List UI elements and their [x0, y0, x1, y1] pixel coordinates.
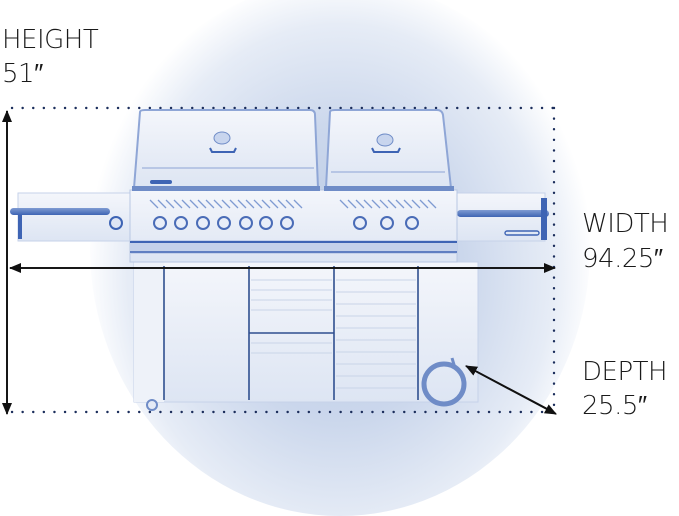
height-value: 51″ [2, 59, 43, 89]
right-side-burner [454, 192, 549, 242]
control-knobs [153, 216, 419, 230]
right-lid [324, 109, 454, 191]
left-lid [132, 109, 320, 191]
cart-base [133, 261, 479, 411]
left-side-burner [10, 192, 135, 242]
height-title: HEIGHT [2, 25, 99, 55]
grill-body [129, 189, 458, 263]
depth-title: DEPTH [582, 357, 668, 387]
depth-value: 25.5″ [582, 391, 647, 421]
dotted-bounding-box [10, 106, 556, 414]
width-value: 94.25″ [582, 244, 663, 274]
width-title: WIDTH [582, 209, 669, 239]
